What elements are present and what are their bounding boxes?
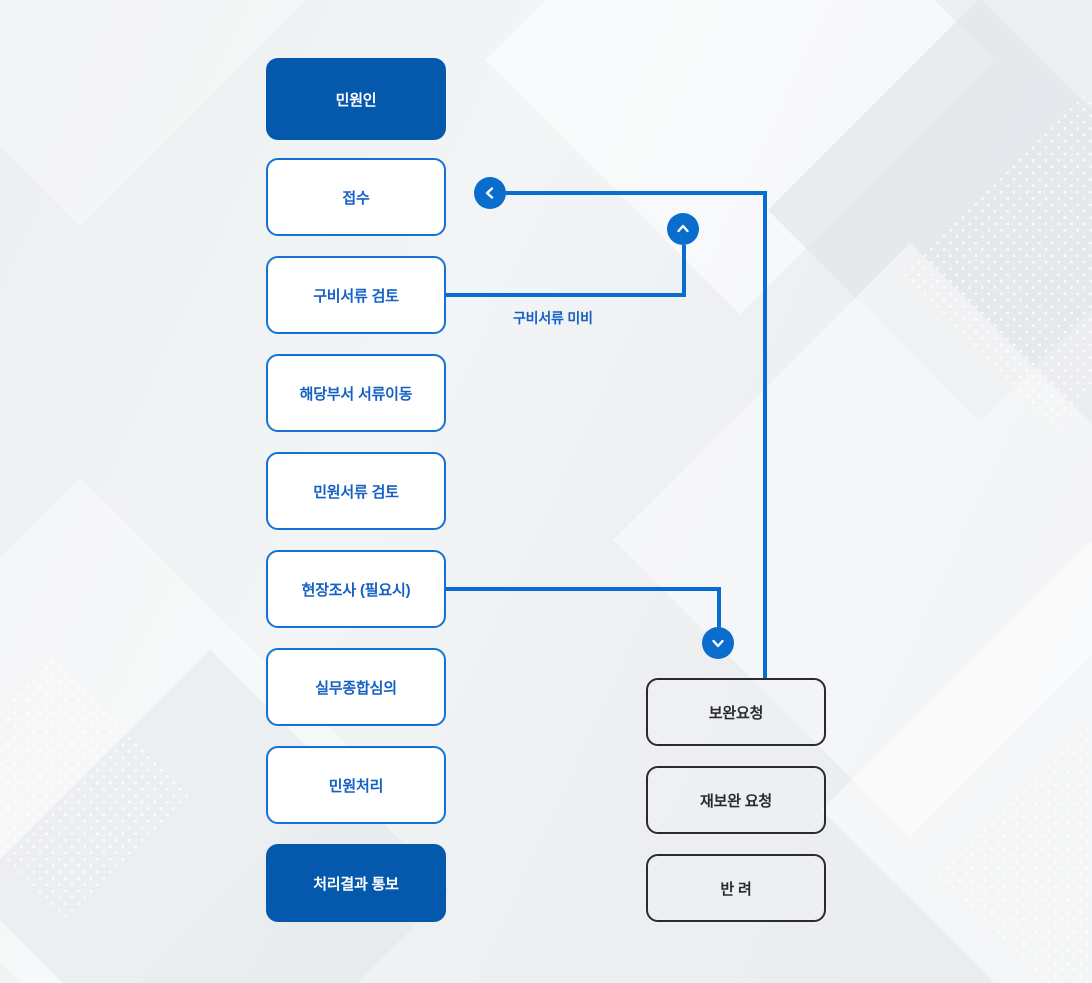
knob-up-to-review[interactable] — [667, 213, 699, 245]
knob-down-to-request[interactable] — [702, 627, 734, 659]
node-processing[interactable]: 민원처리 — [266, 746, 446, 824]
chevron-down-icon — [711, 636, 725, 650]
node-resupplement-request-label: 재보완 요청 — [700, 792, 772, 810]
node-civil-doc-review[interactable]: 민원서류 검토 — [266, 452, 446, 530]
node-doc-review-label: 구비서류 검토 — [313, 287, 399, 305]
node-doc-review[interactable]: 구비서류 검토 — [266, 256, 446, 334]
node-civil-doc-review-label: 민원서류 검토 — [313, 483, 399, 501]
node-dept-transfer[interactable]: 해당부서 서류이동 — [266, 354, 446, 432]
node-result-notice-label: 처리결과 통보 — [313, 875, 399, 893]
node-receipt[interactable]: 접수 — [266, 158, 446, 236]
chevron-left-icon — [483, 186, 497, 200]
node-joint-review[interactable]: 실무종합심의 — [266, 648, 446, 726]
node-applicant-label: 민원인 — [335, 91, 377, 109]
node-applicant[interactable]: 민원인 — [266, 58, 446, 140]
node-site-survey-label: 현장조사 (필요시) — [301, 581, 411, 599]
node-processing-label: 민원처리 — [328, 777, 384, 795]
node-dept-transfer-label: 해당부서 서류이동 — [299, 385, 413, 403]
node-site-survey[interactable]: 현장조사 (필요시) — [266, 550, 446, 628]
node-return[interactable]: 반 려 — [646, 854, 826, 922]
node-supplement-request[interactable]: 보완요청 — [646, 678, 826, 746]
knob-back-to-receipt[interactable] — [474, 177, 506, 209]
wire-up-knob-to-left-knob — [506, 191, 767, 678]
wire-site-survey-to-down-knob — [446, 587, 721, 627]
node-result-notice[interactable]: 처리결과 통보 — [266, 844, 446, 922]
node-return-label: 반 려 — [720, 880, 752, 898]
wire-doc-review-to-up-knob — [446, 245, 686, 297]
label-missing-docs: 구비서류 미비 — [513, 310, 593, 326]
chevron-up-icon — [676, 222, 690, 236]
node-receipt-label: 접수 — [342, 189, 370, 207]
node-resupplement-request[interactable]: 재보완 요청 — [646, 766, 826, 834]
node-supplement-request-label: 보완요청 — [708, 704, 764, 722]
node-joint-review-label: 실무종합심의 — [315, 679, 397, 697]
